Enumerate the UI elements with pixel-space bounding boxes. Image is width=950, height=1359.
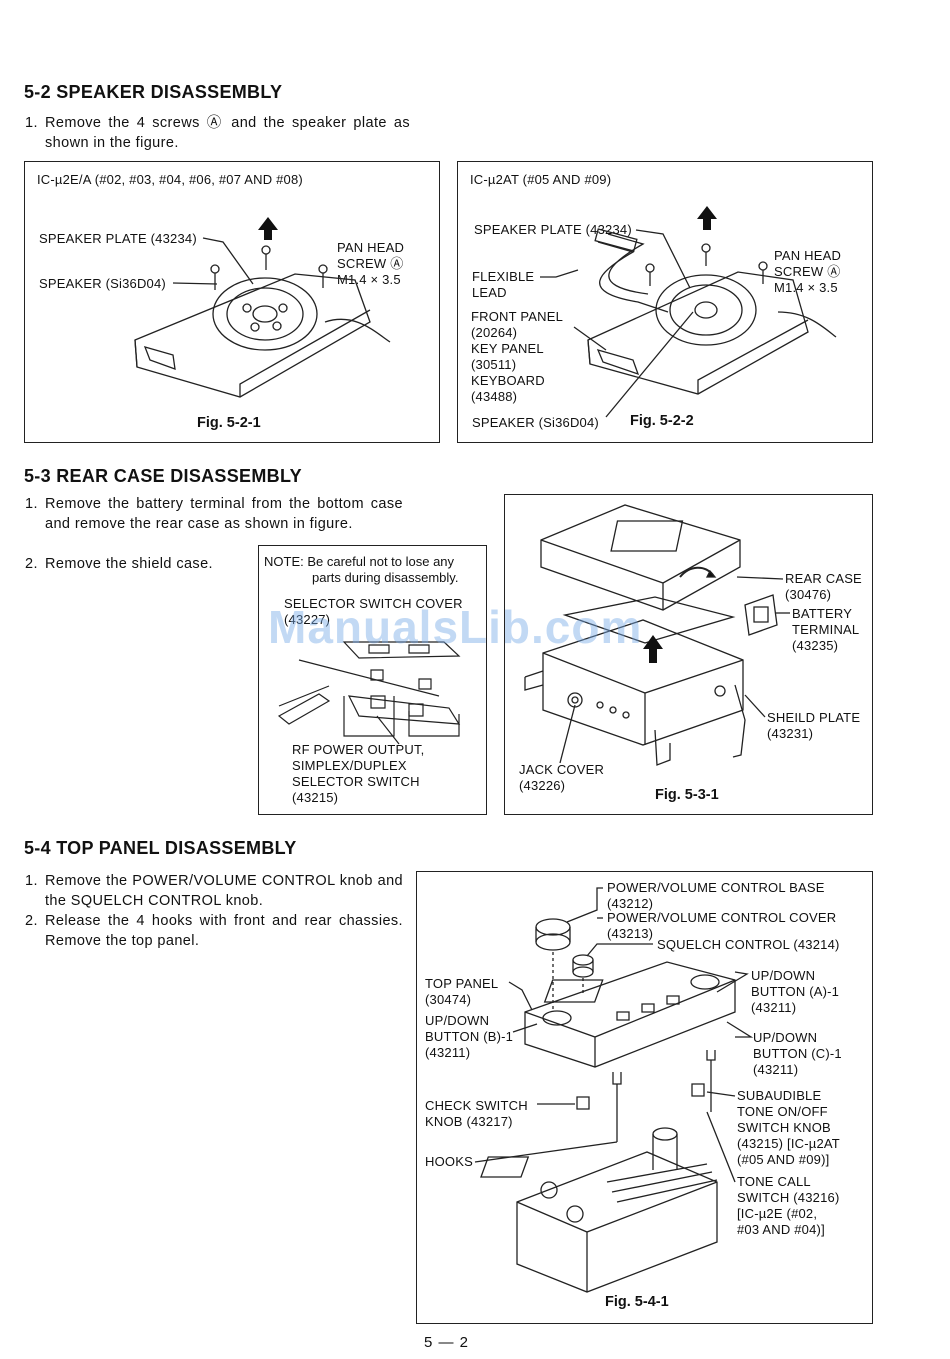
top-panel-illustration <box>417 872 874 1325</box>
figure-caption: Fig. 5-2-1 <box>197 415 261 431</box>
updown-button-c-label: UP/DOWN BUTTON (C)-1 (43211) <box>753 1030 842 1077</box>
step-text: Remove the shield case. <box>45 556 213 572</box>
model-label: IC-µ2E/A (#02, #03, #04, #06, #07 AND #0… <box>37 172 303 187</box>
note-line-1: NOTE: Be careful not to lose any <box>264 554 455 569</box>
step-number: 2. <box>25 913 38 929</box>
step-number: 1. <box>25 496 38 512</box>
figure-caption: Fig. 5-2-2 <box>630 413 694 429</box>
front-panel-label: FRONT PANEL (20264) KEY PANEL (30511) KE… <box>471 309 564 404</box>
section-title-speaker-disassembly: 5-2 SPEAKER DISASSEMBLY <box>24 82 283 102</box>
page-number: 5 — 2 <box>424 1334 470 1351</box>
subaudible-tone-switch-label: SUBAUDIBLE TONE ON/OFF SWITCH KNOB (4321… <box>737 1088 840 1167</box>
top-panel-label: TOP PANEL (30474) <box>425 976 499 1007</box>
figure-5-4-1: POWER/VOLUME CONTROL BASE (43212) POWER/… <box>416 871 873 1324</box>
speaker-plate-label: SPEAKER PLATE (43234) <box>474 222 632 237</box>
step-text: Remove the battery terminal from the bot… <box>45 496 403 532</box>
figure-5-3-1: REAR CASE (30476) BATTERY TERMINAL (4323… <box>504 494 873 815</box>
tone-call-switch-label: TONE CALL SWITCH (43216) [IC-µ2E (#02, #… <box>737 1174 840 1237</box>
watermark: ManualsLib.com <box>268 601 643 653</box>
flexible-lead-label: FLEXIBLE LEAD <box>472 269 535 300</box>
step-remove-knobs: 1. Remove the POWER/VOLUME CONTROL knob … <box>25 871 403 911</box>
pan-head-screw-label: PAN HEAD SCREW Ⓐ M1.4 × 3.5 <box>774 248 842 295</box>
rf-power-selector-label: RF POWER OUTPUT, SIMPLEX/DUPLEX SELECTOR… <box>292 742 425 805</box>
updown-button-b-label: UP/DOWN BUTTON (B)-1 (43211) <box>425 1013 514 1060</box>
figure-caption: Fig. 5-4-1 <box>605 1294 669 1310</box>
rear-case-illustration <box>505 495 874 816</box>
note-line-2: parts during disassembly. <box>312 570 459 585</box>
figure-caption: Fig. 5-3-1 <box>655 787 719 803</box>
step-number: 1. <box>25 115 38 131</box>
section-title-top-panel-disassembly: 5-4 TOP PANEL DISASSEMBLY <box>24 838 297 858</box>
jack-cover-label: JACK COVER (43226) <box>519 762 605 793</box>
note-box: NOTE: Be careful not to lose any parts d… <box>258 545 487 815</box>
step-remove-battery-terminal: 1. Remove the battery terminal from the … <box>25 494 403 534</box>
selector-switch-illustration <box>259 546 488 816</box>
speaker-plate-label: SPEAKER PLATE (43234) <box>39 231 197 246</box>
step-remove-shield-case: 2. Remove the shield case. <box>25 554 255 574</box>
rear-case-label: REAR CASE (30476) <box>785 571 862 602</box>
step-number: 1. <box>25 873 38 889</box>
step-release-hooks: 2. Release the 4 hooks with front and re… <box>25 911 403 951</box>
power-volume-cover-label: POWER/VOLUME CONTROL COVER (43213) <box>607 910 837 941</box>
section-title-rear-case-disassembly: 5-3 REAR CASE DISASSEMBLY <box>24 466 302 486</box>
squelch-control-label: SQUELCH CONTROL (43214) <box>657 937 840 952</box>
battery-terminal-label: BATTERY TERMINAL (43235) <box>792 606 860 653</box>
speaker-label: SPEAKER (Si36D04) <box>39 276 166 291</box>
updown-button-a-label: UP/DOWN BUTTON (A)-1 (43211) <box>751 968 840 1015</box>
figure-5-2-2: IC-µ2AT (#05 AND #09) SPEAKER PLATE (432… <box>457 161 873 443</box>
selector-switch-cover-label: SELECTOR SWITCH COVER (43227) <box>284 596 463 627</box>
speaker-assembly-illustration <box>25 217 441 444</box>
pan-head-screw-label: PAN HEAD SCREW Ⓐ M1.4 × 3.5 <box>337 240 405 287</box>
check-switch-knob-label: CHECK SWITCH KNOB (43217) <box>425 1098 528 1129</box>
power-volume-base-label: POWER/VOLUME CONTROL BASE (43212) <box>607 880 825 911</box>
step-number: 2. <box>25 556 38 572</box>
step-text: Remove the 4 screws Ⓐ and the speaker pl… <box>45 115 410 151</box>
step-text: Release the 4 hooks with front and rear … <box>45 913 403 949</box>
speaker-label: SPEAKER (Si36D04) <box>472 415 599 430</box>
hooks-label: HOOKS <box>425 1154 473 1169</box>
model-label: IC-µ2AT (#05 AND #09) <box>470 172 612 187</box>
figure-5-2-1: IC-µ2E/A (#02, #03, #04, #06, #07 AND #0… <box>24 161 440 443</box>
speaker-keyboard-illustration <box>458 206 874 444</box>
step-remove-screws: 1. Remove the 4 screws Ⓐ and the speaker… <box>25 113 410 153</box>
step-text: Remove the POWER/VOLUME CONTROL knob and… <box>45 873 403 909</box>
shield-plate-label: SHEILD PLATE (43231) <box>767 710 861 741</box>
